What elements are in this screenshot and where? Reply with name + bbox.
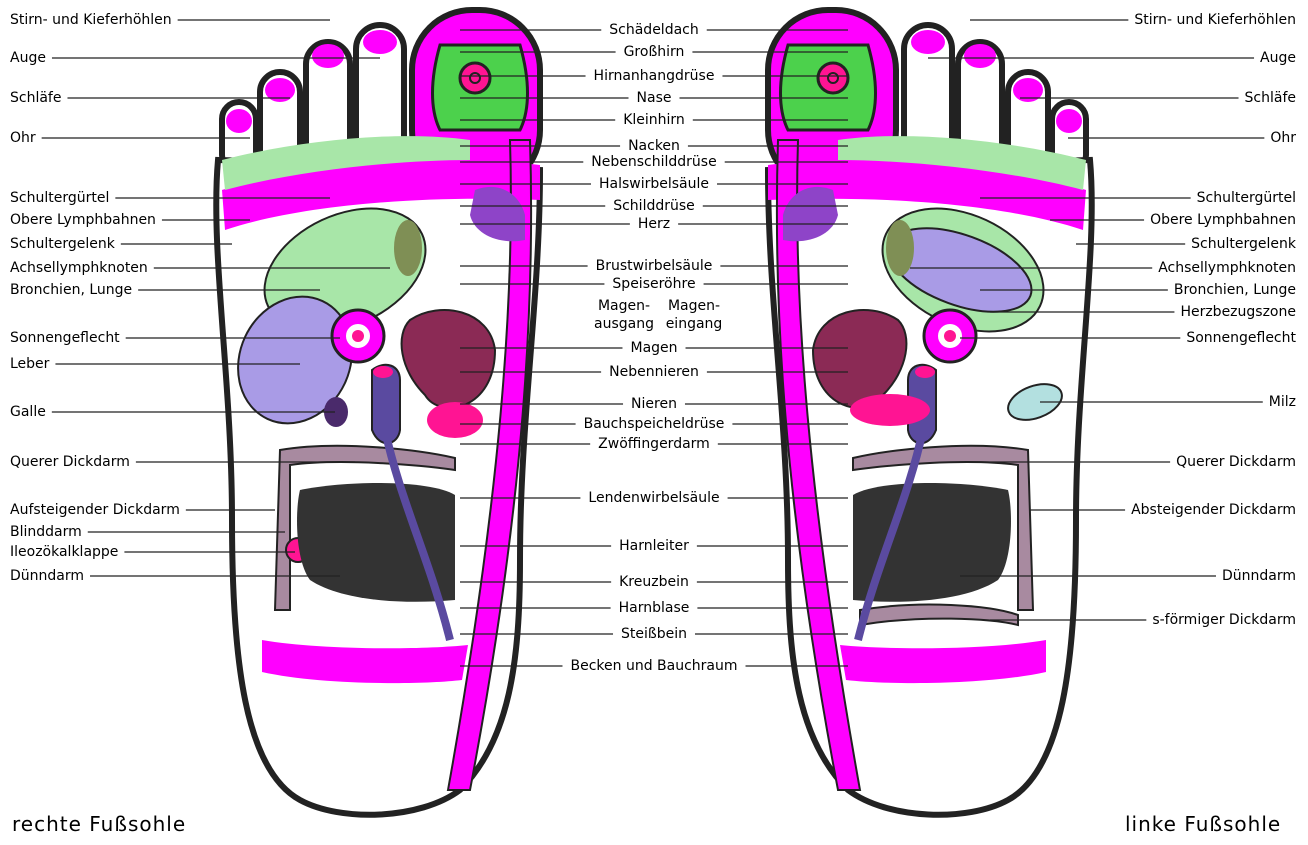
label-center: Halswirbelsäule [599,176,709,192]
left-foot-sole [768,10,1092,815]
label-center: Kreuzbein [619,574,689,590]
pancreas-zone [850,394,930,426]
label-left-foot: Schultergelenk [1191,236,1297,252]
sinus-zone [911,30,945,54]
label-left-foot: Schultergürtel [1197,190,1296,206]
label-left-foot: Schläfe [1245,90,1296,106]
label-left-foot: Stirn- und Kieferhöhlen [1134,12,1296,28]
label-magen-eingang: Magen- [668,298,720,314]
label-center: Nebennieren [609,364,699,380]
label-right-foot: Schultergürtel [10,190,109,206]
label-right-foot: Querer Dickdarm [10,454,130,470]
label-left-foot: Bronchien, Lunge [1174,282,1296,298]
label-magen-eingang: eingang [666,316,723,332]
label-center: Speiseröhre [612,276,695,292]
label-right-foot: Bronchien, Lunge [10,282,132,298]
label-center: Großhirn [624,44,685,60]
label-right-foot: Dünndarm [10,568,84,584]
label-center: Nebenschilddrüse [591,154,716,170]
sinus-zone [363,30,397,54]
label-right-foot: Ileozökalklappe [10,544,118,560]
label-center: Zwöffingerdarm [598,436,710,452]
label-magen-ausgang: ausgang [594,316,654,332]
label-right-foot: Ohr [10,130,36,146]
label-left-foot: Herzbezugszone [1180,304,1296,320]
label-left-foot: Sonnengeflecht [1186,330,1296,346]
sinus-zone [312,44,344,68]
label-center: Harnleiter [619,538,689,554]
label-right-foot: Obere Lymphbahnen [10,212,156,228]
lung-sub [394,220,422,276]
label-left-foot: Dünndarm [1222,568,1296,584]
label-right-foot: Aufsteigender Dickdarm [10,502,180,518]
label-center: Bauchspeicheldrüse [584,416,725,432]
label-center: Schädeldach [609,22,698,38]
label-center: Nieren [631,396,677,412]
caption-left-foot: linke Fußsohle [1125,812,1281,836]
caption-right-foot: rechte Fußsohle [12,812,186,836]
label-center: Hirnanhangdrüse [594,68,715,84]
label-right-foot: Stirn- und Kieferhöhlen [10,12,172,28]
label-center: Herz [638,216,670,232]
label-center: Magen [630,340,677,356]
lung-sub [886,220,914,276]
label-center: Brustwirbelsäule [596,258,713,274]
label-right-foot: Schläfe [10,90,61,106]
label-center: Nase [637,90,672,106]
adrenal-zone [373,366,393,378]
label-right-foot: Leber [10,356,50,372]
label-magen-ausgang: Magen- [598,298,650,314]
label-right-foot: Galle [10,404,46,420]
label-left-foot: s-förmiger Dickdarm [1152,612,1296,628]
left-foot-labels: Stirn- und KieferhöhlenAugeSchläfeOhrSch… [1131,12,1297,628]
label-right-foot: Blinddarm [10,524,82,540]
sinus-zone [226,109,252,133]
label-center: Steißbein [621,626,687,642]
label-center: Harnblase [619,600,690,616]
label-center: Schilddrüse [613,198,695,214]
pituitary-zone [818,63,848,93]
label-left-foot: Absteigender Dickdarm [1131,502,1296,518]
label-right-foot: Achsellymphknoten [10,260,148,276]
adrenal-zone [915,366,935,378]
label-right-foot: Sonnengeflecht [10,330,120,346]
pituitary-zone [460,63,490,93]
label-left-foot: Obere Lymphbahnen [1150,212,1296,228]
label-left-foot: Milz [1269,394,1296,410]
label-center: Lendenwirbelsäule [588,490,719,506]
label-center: Nacken [628,138,680,154]
label-left-foot: Achsellymphknoten [1158,260,1296,276]
label-left-foot: Auge [1260,50,1296,66]
label-center: Becken und Bauchraum [570,658,737,674]
label-right-foot: Schultergelenk [10,236,116,252]
sinus-zone [964,44,996,68]
label-right-foot: Auge [10,50,46,66]
label-center: Kleinhirn [623,112,685,128]
label-left-foot: Ohr [1270,130,1296,146]
sinus-zone [1056,109,1082,133]
label-left-foot: Querer Dickdarm [1176,454,1296,470]
pancreas-zone [427,402,483,438]
